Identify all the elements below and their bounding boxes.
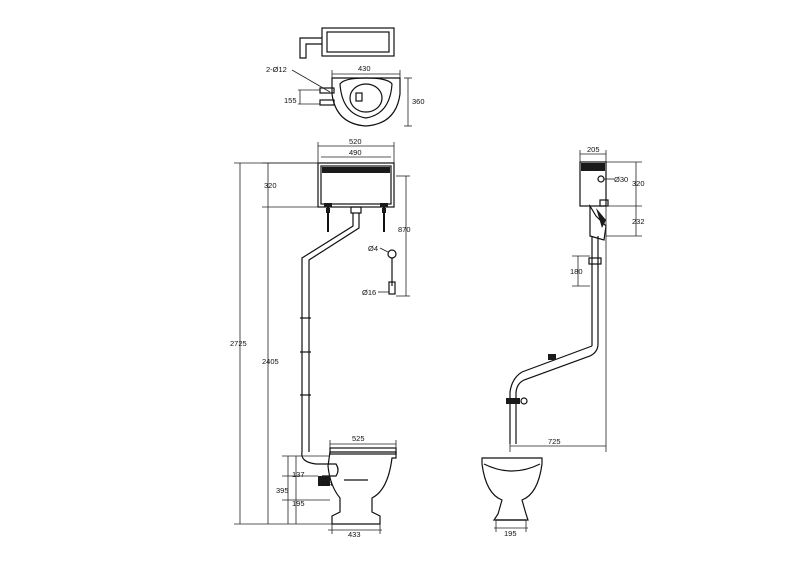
side-cistern (579, 161, 607, 207)
side-inlet-diameter: Ø30 (614, 175, 628, 184)
side-cistern-height: 320 (632, 179, 645, 188)
side-projection: 725 (548, 437, 561, 446)
plan-hole-label: 2-Ø12 (266, 65, 287, 74)
front-pan-width: 525 (352, 434, 365, 443)
side-cistern-depth: 205 (587, 145, 600, 154)
plan-depth-label: 360 (412, 97, 425, 106)
side-bracket-height: 232 (632, 217, 645, 226)
front-outlet-height-1: 137 (292, 470, 305, 479)
front-cistern-width-inner: 490 (349, 148, 362, 157)
front-seat-height: 395 (276, 486, 289, 495)
front-flush-pipe (301, 213, 354, 452)
front-outlet-offset: 104 (320, 479, 333, 488)
front-inlet-diameter: Ø16 (362, 288, 376, 297)
front-flush-pipe-height: 870 (398, 225, 411, 234)
plan-width-label: 430 (358, 64, 371, 73)
side-view: 205 Ø30 320 232 180 725 195 (481, 145, 645, 538)
plan-cistern (321, 27, 395, 57)
plan-hole-offset-label: 155 (284, 96, 297, 105)
side-base-depth: 195 (504, 529, 517, 538)
plan-view: 430 360 2-Ø12 155 (266, 27, 425, 127)
side-pan (481, 457, 543, 521)
side-clearance: 180 (570, 267, 583, 276)
plan-pan-bowl (331, 77, 401, 127)
front-view: 520 490 320 870 Ø4 Ø16 2725 2405 525 (230, 137, 411, 539)
front-outlet-height-2: 195 (292, 499, 305, 508)
front-base-width: 433 (348, 530, 361, 539)
front-pan (327, 451, 397, 525)
front-cistern-width-outer: 520 (349, 137, 362, 146)
front-valve-diameter: Ø4 (368, 244, 378, 253)
front-overall-height: 2725 (230, 339, 247, 348)
side-flush-pipe (509, 345, 593, 444)
front-cistern-base-height: 2405 (262, 357, 279, 366)
front-cistern-height: 320 (264, 181, 277, 190)
